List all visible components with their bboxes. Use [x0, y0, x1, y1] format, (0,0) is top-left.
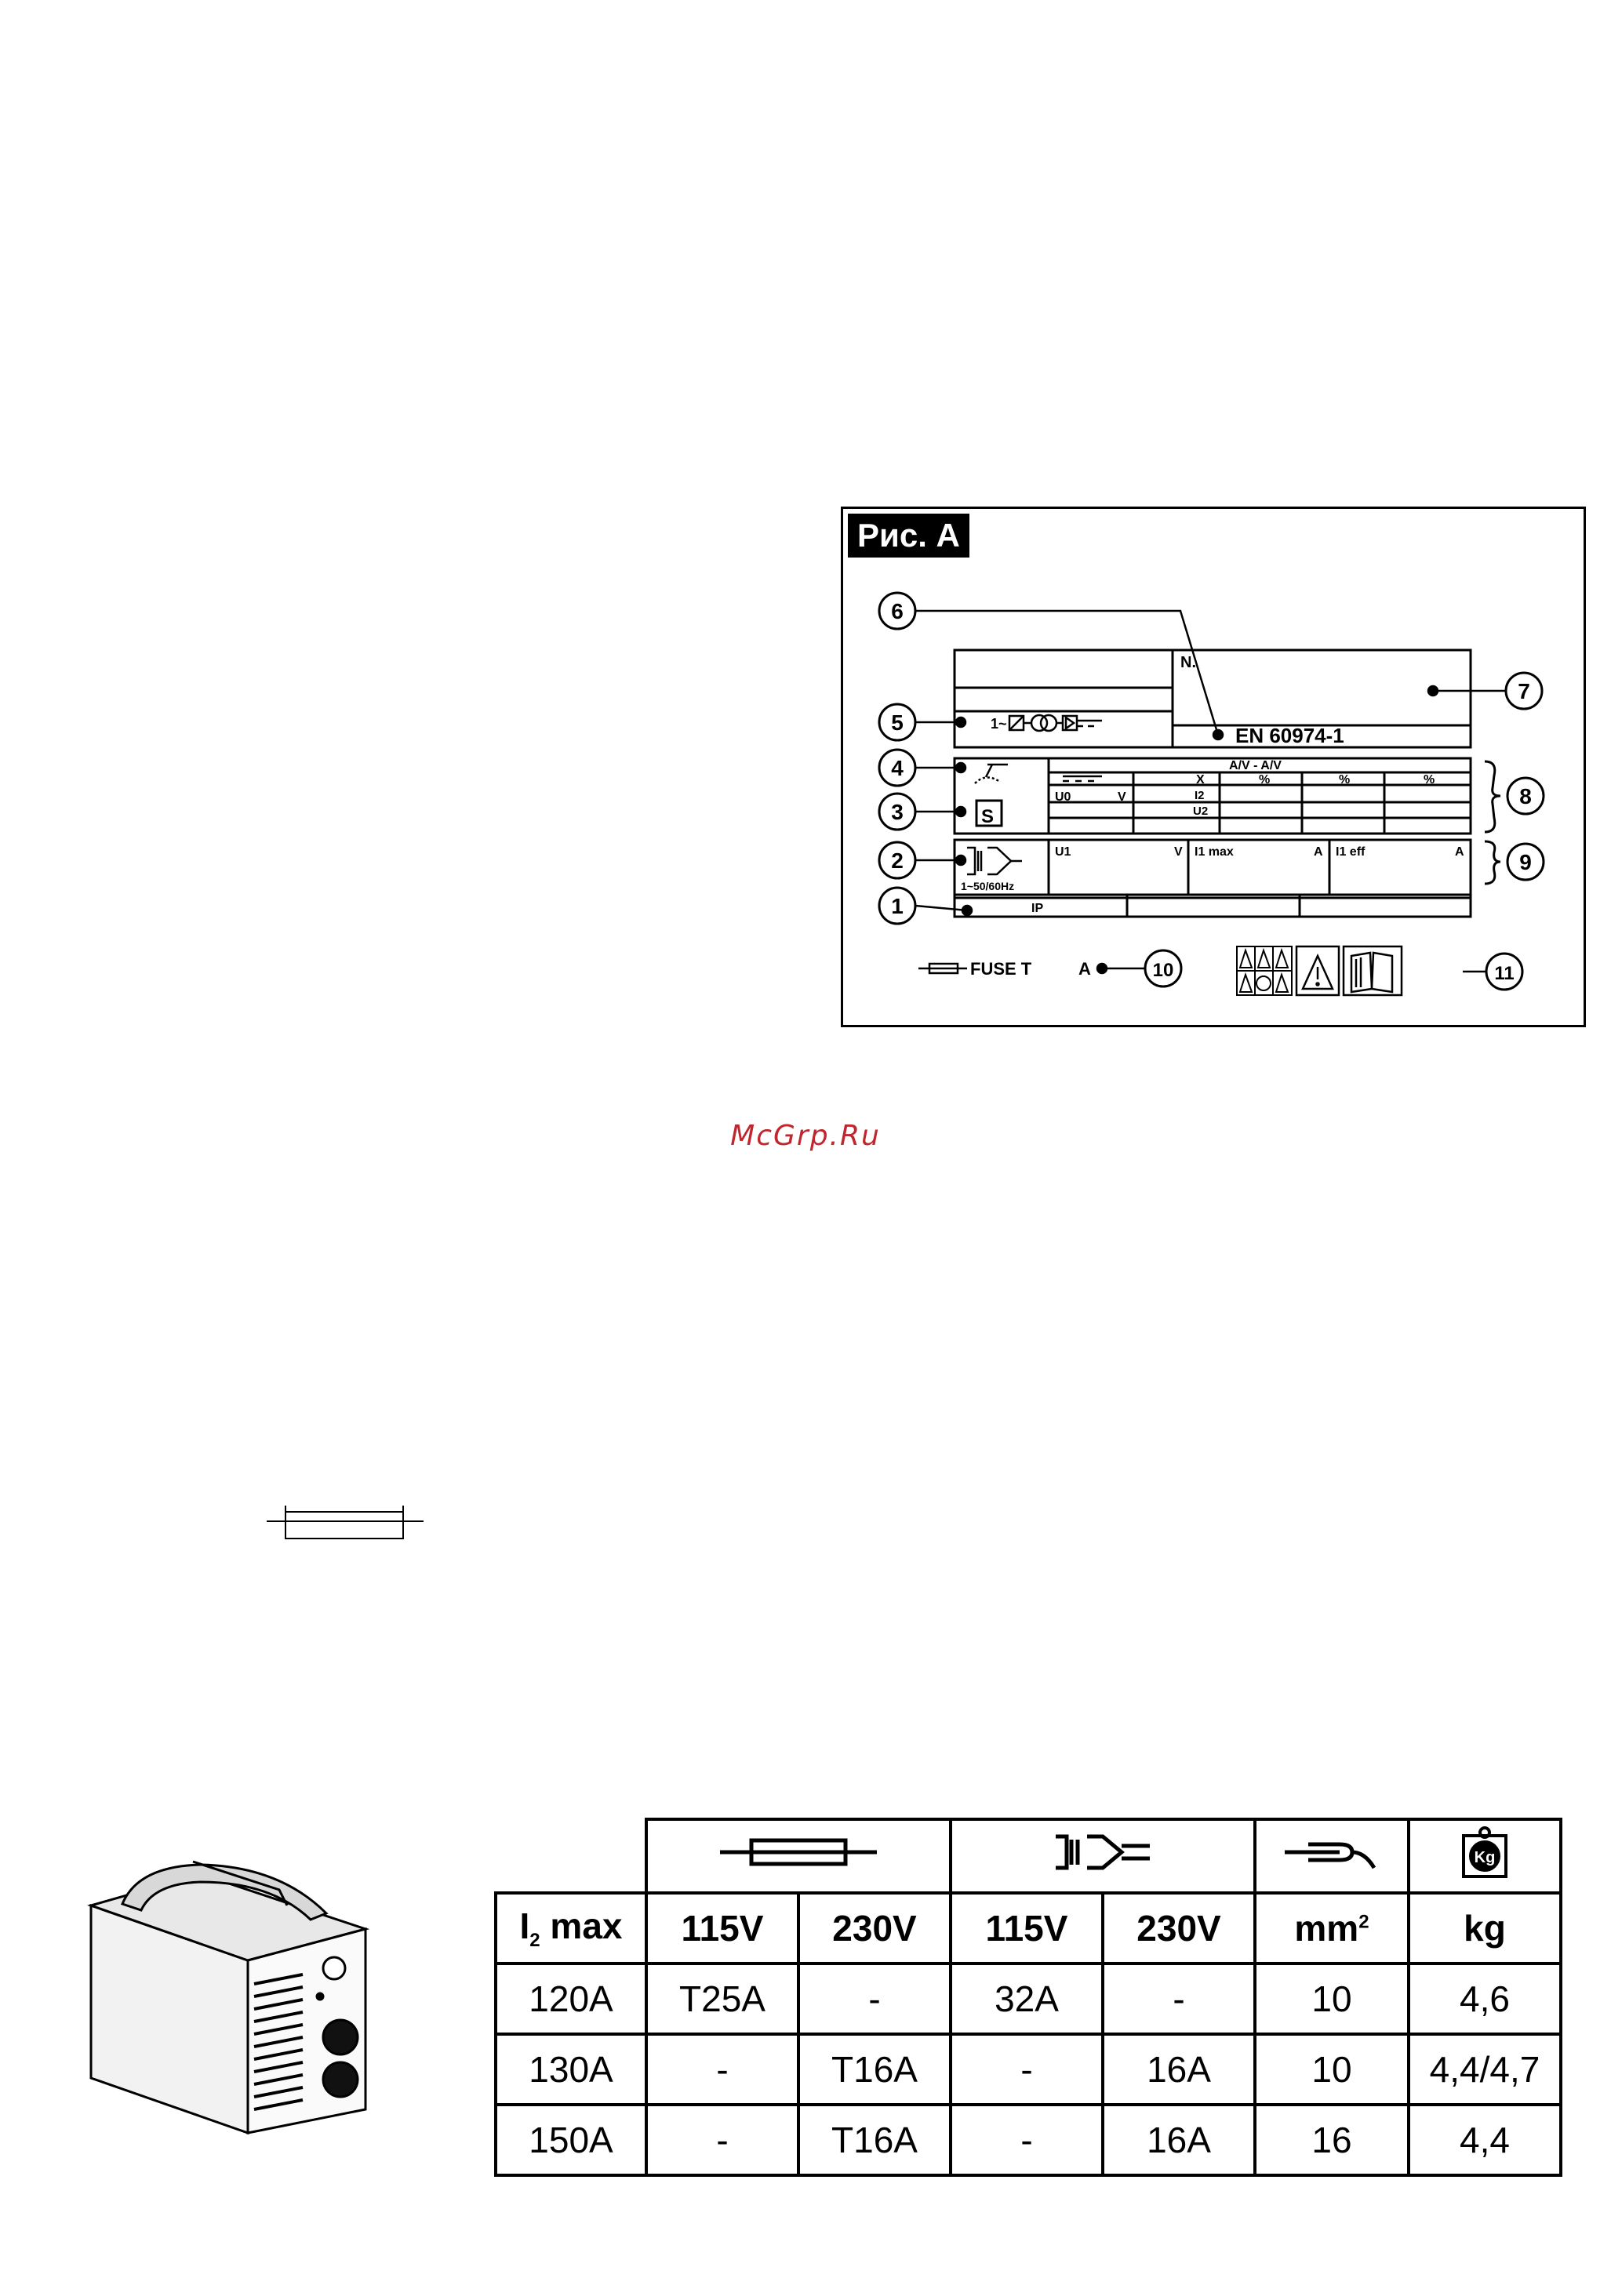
callout-1: 1: [891, 894, 904, 918]
table-row: 120A T25A - 32A - 10 4,6: [496, 1964, 1561, 2034]
welding-machine-image: [75, 1858, 389, 2141]
dc-symbol-icon: [1063, 776, 1102, 781]
i1max-label: I1 max: [1195, 845, 1234, 859]
percent-1: %: [1259, 773, 1270, 787]
u1-unit: V: [1174, 845, 1183, 859]
caution-triangle-icon: [1296, 946, 1339, 995]
cell: -: [1103, 1964, 1255, 2034]
cell: 150A: [496, 2105, 646, 2175]
col-imax-header: I2 max: [496, 1893, 646, 1964]
table-icon-row: Kg: [496, 1819, 1561, 1893]
read-manual-icon: [1344, 946, 1402, 995]
col-weight-kg: kg: [1409, 1893, 1561, 1964]
callout-6: 6: [891, 599, 904, 623]
figure-a: Рис. А: [841, 507, 1586, 1027]
fuse-glyph-icon: [267, 1502, 424, 1542]
cell: -: [646, 2034, 798, 2105]
cell: 32A: [951, 1964, 1103, 2034]
i1eff-label: I1 eff: [1336, 845, 1366, 859]
u0-label: U0: [1055, 790, 1071, 804]
x-label: X: [1196, 773, 1205, 787]
rating-plate-diagram: 6 7 5 4 3 8 2 9 1 10 11: [843, 509, 1584, 1025]
col-plug-230v: 230V: [1103, 1893, 1255, 1964]
fuse-symbol-icon: [918, 964, 967, 973]
weight-header-cell: Kg: [1409, 1819, 1561, 1893]
mains-label: 1~50/60Hz: [961, 880, 1014, 892]
warning-symbols-icon: [1237, 946, 1292, 995]
cell: 4,6: [1409, 1964, 1561, 2034]
welding-process-icon: [975, 758, 1008, 783]
table-row: 130A - T16A - 16A 10 4,4/4,7: [496, 2034, 1561, 2105]
cable-icon: [1277, 1830, 1387, 1874]
percent-3: %: [1424, 773, 1435, 787]
i1eff-unit: A: [1455, 845, 1464, 859]
range-label: A/V - A/V: [1229, 759, 1282, 772]
callout-2: 2: [891, 848, 904, 873]
cell: 16: [1255, 2105, 1409, 2175]
callout-7: 7: [1518, 679, 1530, 703]
callout-10: 10: [1153, 960, 1174, 981]
fuse-label: FUSE T: [970, 959, 1032, 979]
callout-5: 5: [891, 710, 904, 735]
cell: -: [646, 2105, 798, 2175]
mains-plug-icon: [967, 848, 1022, 874]
callout-4: 4: [891, 756, 904, 780]
cell: 10: [1255, 2034, 1409, 2105]
cable-header-cell: [1255, 1819, 1409, 1893]
svg-text:Kg: Kg: [1475, 1849, 1496, 1866]
fuse-icon: [712, 1833, 885, 1872]
serial-label: N.: [1180, 654, 1196, 671]
col-cable-mm2: mm2: [1255, 1893, 1409, 1964]
cell: T16A: [798, 2034, 951, 2105]
callout-3: 3: [891, 800, 904, 824]
fuse-unit: A: [1078, 959, 1091, 979]
cell: -: [951, 2105, 1103, 2175]
i2-label: I2: [1195, 789, 1205, 802]
u1-label: U1: [1055, 845, 1071, 859]
callout-11: 11: [1494, 963, 1514, 984]
fuse-header-cell: [646, 1819, 951, 1893]
u0-unit: V: [1118, 790, 1126, 804]
cell: T25A: [646, 1964, 798, 2034]
table-header-row: I2 max 115V 230V 115V 230V mm2 kg: [496, 1893, 1561, 1964]
cell: 4,4: [1409, 2105, 1561, 2175]
watermark-text: McGrp.Ru: [0, 1120, 1611, 1152]
callout-8: 8: [1519, 784, 1532, 808]
i1max-unit: A: [1314, 845, 1323, 859]
cell: -: [798, 1964, 951, 2034]
col-fuse-115v: 115V: [646, 1893, 798, 1964]
cell: 4,4/4,7: [1409, 2034, 1561, 2105]
weight-icon: Kg: [1457, 1825, 1512, 1880]
percent-2: %: [1339, 773, 1350, 787]
table-row: 150A - T16A - 16A 16 4,4: [496, 2105, 1561, 2175]
cell: 10: [1255, 1964, 1409, 2034]
u2-label: U2: [1193, 805, 1208, 818]
cell: 16A: [1103, 2034, 1255, 2105]
cell: 16A: [1103, 2105, 1255, 2175]
callout-9: 9: [1519, 850, 1532, 874]
s-label: S: [981, 806, 994, 827]
cell: 130A: [496, 2034, 646, 2105]
plug-header-cell: [951, 1819, 1255, 1893]
cell: 120A: [496, 1964, 646, 2034]
standard-label: EN 60974-1: [1235, 724, 1344, 747]
phase-label: 1~: [991, 716, 1007, 732]
inverter-transformer-rectifier-icon: [1009, 715, 1102, 731]
col-plug-115v: 115V: [951, 1893, 1103, 1964]
cell: T16A: [798, 2105, 951, 2175]
ip-label: IP: [1031, 902, 1043, 915]
col-fuse-230v: 230V: [798, 1893, 951, 1964]
plug-icon: [1040, 1830, 1166, 1874]
cell: -: [951, 2034, 1103, 2105]
spec-table: Kg I2 max 115V 230V 115V 230V mm2 kg 120…: [494, 1818, 1562, 2177]
